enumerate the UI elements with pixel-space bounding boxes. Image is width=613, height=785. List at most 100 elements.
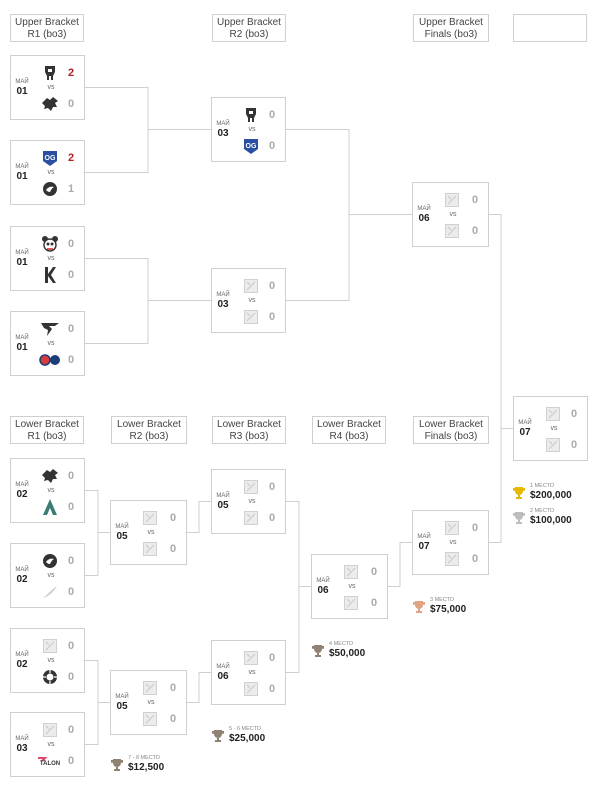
match-card-lb4[interactable]: МАЙ 03 vs TALON 0 0: [10, 712, 85, 777]
trophy-icon: [212, 729, 224, 742]
svg-text:OG: OG: [246, 143, 257, 150]
tbd-icon[interactable]: [135, 677, 165, 699]
match-card-lb5[interactable]: МАЙ 05 vs 0 0: [110, 500, 187, 565]
tbd-icon[interactable]: [236, 275, 266, 297]
header-line2: R4 (bo3): [329, 431, 369, 442]
match-month: МАЙ: [417, 534, 431, 540]
tbd-icon[interactable]: [437, 189, 467, 211]
match-card-lb1[interactable]: МАЙ 02 vs 0 0: [10, 458, 85, 523]
vs-label: vs: [348, 582, 356, 590]
alliance-logo-icon[interactable]: [35, 496, 65, 518]
svg-text:TALON: TALON: [40, 761, 60, 767]
vs-label: vs: [248, 668, 256, 676]
tbd-icon[interactable]: [437, 220, 467, 242]
prize-place-label: 3 МЕСТО: [430, 597, 455, 603]
wings-logo-icon[interactable]: [35, 581, 65, 603]
trophy-icon: [413, 600, 425, 613]
header-line1: Lower Bracket: [15, 419, 79, 430]
trophy-icon: [513, 511, 525, 524]
tbd-icon[interactable]: [336, 592, 366, 614]
talon-logo-icon[interactable]: TALON: [35, 750, 65, 772]
prize-seventh-eighth-place: 7 - 8 МЕСТО $12,500: [110, 755, 164, 774]
match-card-lb8[interactable]: МАЙ 06 vs 0 0: [211, 640, 286, 705]
team2-score: 1: [67, 183, 75, 195]
tbd-icon[interactable]: [236, 647, 266, 669]
match-card-lb6[interactable]: МАЙ 05 vs 0 0: [110, 670, 187, 735]
header-line2: R2 (bo3): [129, 431, 169, 442]
tbd-icon[interactable]: [135, 538, 165, 560]
vs-label: vs: [47, 254, 55, 262]
tbd-icon[interactable]: [135, 708, 165, 730]
svg-text:OG: OG: [45, 155, 56, 162]
tbd-icon[interactable]: [336, 561, 366, 583]
psg-lgd-logo-icon[interactable]: [35, 349, 65, 371]
vs-label: vs: [449, 538, 457, 546]
match-card-ub2[interactable]: МАЙ 01 OG vs 2 1: [10, 140, 85, 205]
match-card-ub3[interactable]: МАЙ 01 vs 0 0: [10, 226, 85, 291]
header-upper-finals: Upper Bracket Finals (bo3): [413, 14, 489, 42]
gladiators-logo-icon[interactable]: [35, 62, 65, 84]
match-date: МАЙ 01: [13, 56, 31, 119]
match-card-ub7[interactable]: МАЙ 06 vs 0 0: [412, 182, 489, 247]
header-lower-r1: Lower Bracket R1 (bo3): [10, 416, 84, 444]
team1-score: 0: [67, 724, 75, 736]
tundra-logo-icon[interactable]: [35, 93, 65, 115]
tbd-icon[interactable]: [236, 507, 266, 529]
match-card-ub6[interactable]: МАЙ 03 vs 0 0: [211, 268, 286, 333]
match-day: 01: [16, 342, 28, 353]
match-date: МАЙ 06: [314, 555, 332, 618]
gladiators-logo-icon[interactable]: [236, 104, 266, 126]
match-card-lb3[interactable]: МАЙ 02 vs 0 0: [10, 628, 85, 693]
connector-line-7: [187, 672, 211, 703]
header-line1: Lower Bracket: [317, 419, 381, 430]
header-line2: Finals (bo3): [424, 431, 478, 442]
team1-score: 2: [67, 152, 75, 164]
tbd-icon[interactable]: [538, 434, 568, 456]
liquid-logo-icon[interactable]: [35, 178, 65, 200]
og-logo-icon[interactable]: OG: [236, 135, 266, 157]
match-card-lb2[interactable]: МАЙ 02 vs 0 0: [10, 543, 85, 608]
tundra-esports-logo-icon[interactable]: [35, 318, 65, 340]
team2-score: 0: [67, 98, 75, 110]
match-card-gf[interactable]: МАЙ 07 vs 0 0: [513, 396, 588, 461]
tbd-icon[interactable]: [35, 635, 65, 657]
tbd-icon[interactable]: [236, 476, 266, 498]
tbd-icon[interactable]: [236, 678, 266, 700]
header-line1: Upper Bracket: [217, 17, 281, 28]
vs-label: vs: [248, 296, 256, 304]
team1-score: 0: [169, 682, 177, 694]
tbd-icon[interactable]: [135, 507, 165, 529]
eg-logo-icon[interactable]: [35, 666, 65, 688]
header-lower-finals: Lower Bracket Finals (bo3): [413, 416, 489, 444]
connector-line-1: [85, 258, 211, 344]
match-card-ub1[interactable]: МАЙ 01 vs 2 0: [10, 55, 85, 120]
team1-score: 0: [471, 522, 479, 534]
header-lower-r4: Lower Bracket R4 (bo3): [312, 416, 386, 444]
match-card-lb10[interactable]: МАЙ 07 vs 0 0: [412, 510, 489, 575]
tbd-icon[interactable]: [35, 719, 65, 741]
tbd-icon[interactable]: [538, 403, 568, 425]
match-month: МАЙ: [15, 164, 29, 170]
match-date: МАЙ 03: [214, 269, 232, 332]
tbd-icon[interactable]: [437, 548, 467, 570]
match-month: МАЙ: [15, 250, 29, 256]
team2-score: 0: [268, 512, 276, 524]
match-day: 07: [519, 427, 531, 438]
panda-logo-icon[interactable]: [35, 233, 65, 255]
og-logo-icon[interactable]: OG: [35, 147, 65, 169]
prize-amount: $200,000: [530, 490, 572, 501]
shopify-rebellion-logo-icon[interactable]: [35, 264, 65, 286]
header-line1: Lower Bracket: [117, 419, 181, 430]
header-line1: Lower Bracket: [419, 419, 483, 430]
tundra-logo-icon[interactable]: [35, 465, 65, 487]
match-card-ub5[interactable]: МАЙ 03 vs OG 0 0: [211, 97, 286, 162]
tbd-icon[interactable]: [236, 306, 266, 328]
match-day: 03: [16, 743, 28, 754]
liquid-logo-icon[interactable]: [35, 550, 65, 572]
match-card-ub4[interactable]: МАЙ 01 vs 0 0: [10, 311, 85, 376]
tbd-icon[interactable]: [437, 517, 467, 539]
match-card-lb7[interactable]: МАЙ 05 vs 0 0: [211, 469, 286, 534]
prize-place-label: 4 МЕСТО: [329, 641, 354, 647]
match-card-lb9[interactable]: МАЙ 06 vs 0 0: [311, 554, 388, 619]
team1-score: 0: [471, 194, 479, 206]
